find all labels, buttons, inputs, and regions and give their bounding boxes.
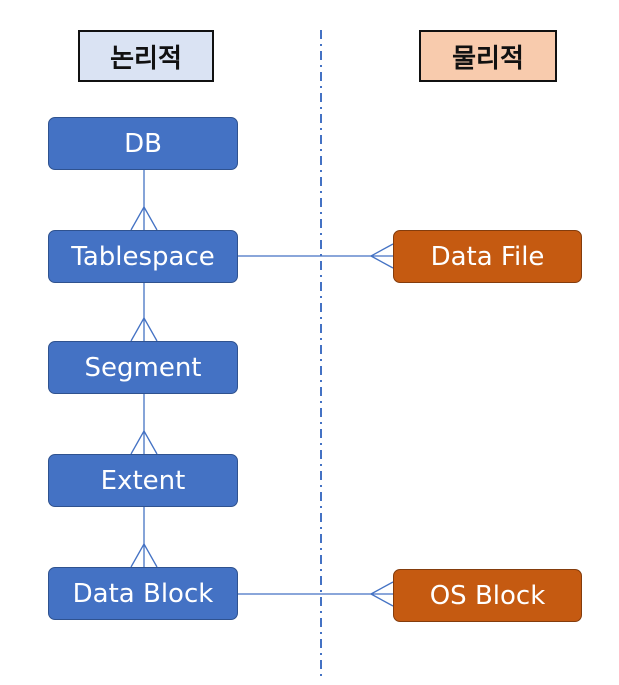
node-db: DB bbox=[48, 117, 238, 170]
node-extent: Extent bbox=[48, 454, 238, 507]
physical-header: 물리적 bbox=[419, 30, 557, 82]
connector-extent-datablock bbox=[130, 507, 158, 568]
connector-segment-extent bbox=[130, 394, 158, 455]
connector-db-tablespace bbox=[130, 170, 158, 231]
node-segment: Segment bbox=[48, 341, 238, 394]
connector-datablock-osblock bbox=[238, 581, 394, 607]
logical-header: 논리적 bbox=[78, 30, 214, 82]
node-os-block: OS Block bbox=[393, 569, 582, 622]
node-tablespace: Tablespace bbox=[48, 230, 238, 283]
node-data-file: Data File bbox=[393, 230, 582, 283]
connector-tablespace-datafile bbox=[238, 243, 394, 269]
node-data-block: Data Block bbox=[48, 567, 238, 620]
connector-tablespace-segment bbox=[130, 283, 158, 342]
